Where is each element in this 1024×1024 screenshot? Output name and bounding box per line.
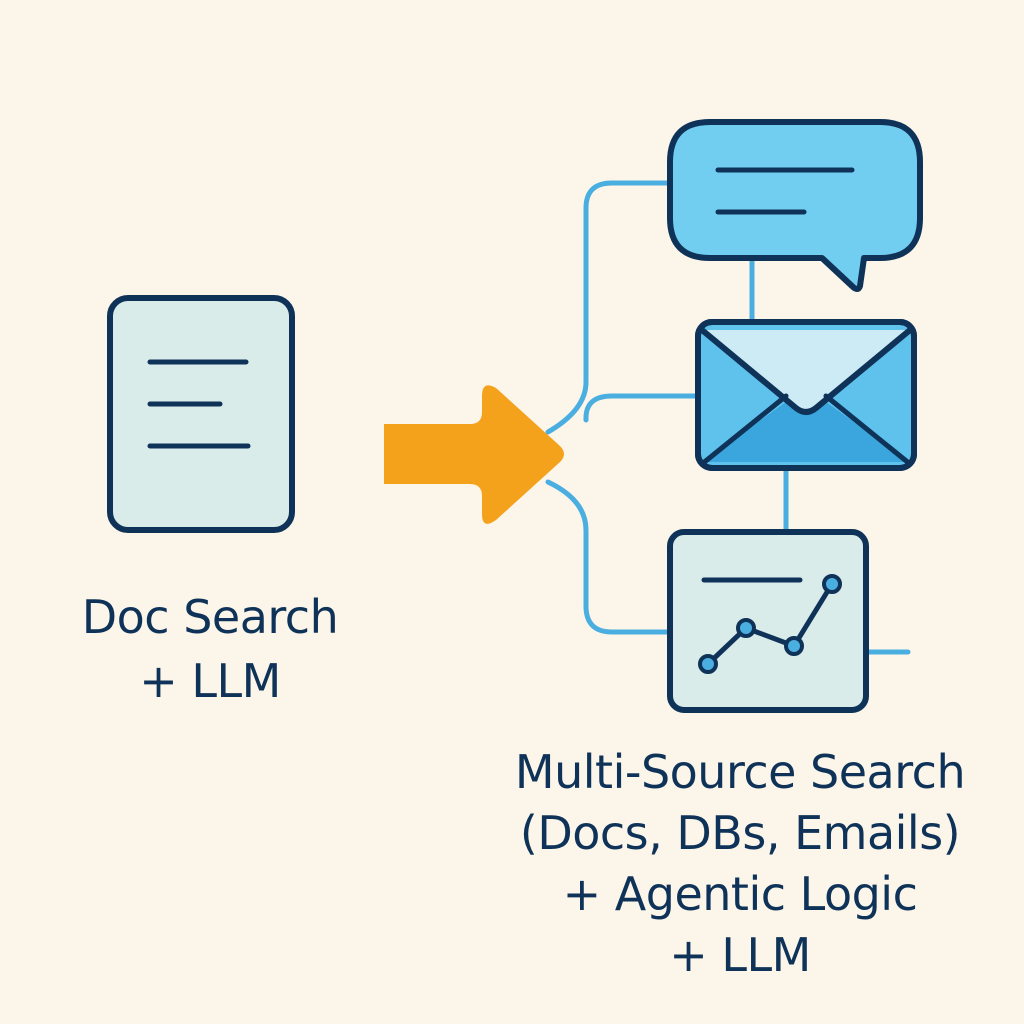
connector-to-chart	[545, 479, 673, 635]
multi-source-caption-line: (Docs, DBs, Emails)	[519, 806, 961, 860]
connector-to-chat	[545, 180, 673, 435]
arrow-right-icon	[384, 385, 564, 524]
doc-search-caption-line: Doc Search	[81, 590, 339, 644]
doc-search-caption: Doc Search + LLM	[40, 585, 380, 713]
connector-lines	[545, 180, 911, 655]
connector-to-envelope	[583, 393, 701, 423]
multi-source-caption-line: Multi-Source Search	[514, 745, 966, 799]
multi-source-caption-line: + Agentic Logic	[562, 867, 918, 921]
doc-search-caption-line: + LLM	[139, 654, 281, 708]
document-icon	[107, 295, 295, 533]
multi-source-caption-line: + LLM	[669, 928, 811, 982]
line-chart-icon	[667, 529, 869, 713]
envelope-icon	[695, 319, 917, 471]
multi-source-caption: Multi-Source Search (Docs, DBs, Emails) …	[470, 742, 1010, 986]
chat-bubble-icon	[667, 119, 923, 292]
